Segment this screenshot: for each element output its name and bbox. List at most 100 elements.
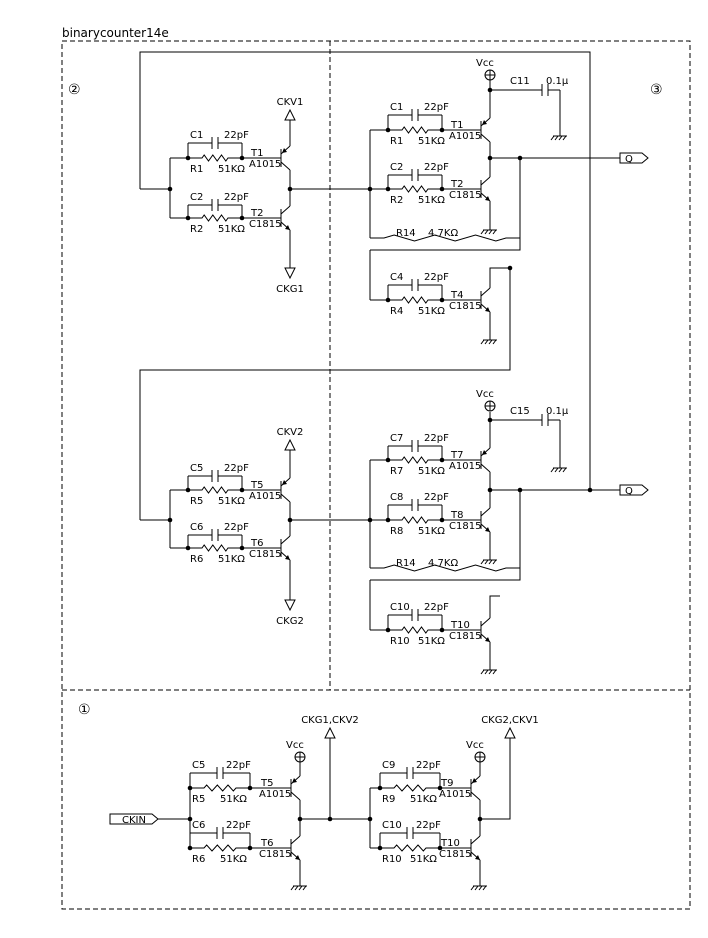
capacitor-C1 [388, 109, 442, 121]
emitter-arrow [295, 855, 300, 860]
cap-value: 22pF [424, 433, 449, 444]
net-label-ckv1: CKV1 [277, 97, 304, 108]
resistor-R14 [370, 234, 520, 242]
ground-hatch [562, 135, 567, 141]
resistor-R2 [188, 214, 242, 222]
res-value: 51KΩ [418, 636, 445, 647]
res-ref-R2: R2 [390, 195, 403, 206]
capacitor-C1 [188, 137, 242, 149]
ground-hatch [492, 559, 497, 565]
junction-dot [507, 265, 513, 271]
res-ref-R2: R2 [190, 224, 203, 235]
res-value: 51KΩ [418, 526, 445, 537]
res-value: 51KΩ [418, 195, 445, 206]
port-q-label: Q [625, 154, 633, 165]
junction-dot [487, 417, 493, 423]
wire [480, 738, 511, 820]
feedback-loop-lower [139, 267, 511, 520]
junction-dot [167, 186, 173, 192]
cap-ref-C11: C11 [510, 76, 530, 87]
transistor-type: C1815 [449, 190, 481, 201]
capacitor-C11 [530, 84, 560, 96]
capacitor-C7 [388, 440, 442, 452]
res-value: 51KΩ [410, 794, 437, 805]
emitter-arrow [485, 307, 490, 312]
ground-hatch [484, 559, 489, 565]
ground-hatch [480, 669, 485, 675]
transistor-ref-T8: T8 [450, 510, 463, 521]
res-value: 51KΩ [218, 496, 245, 507]
res-ref-R10: R10 [390, 636, 410, 647]
section-2-marker: ② [68, 82, 81, 98]
cap-value: 22pF [226, 820, 251, 831]
transistor-type: C1815 [259, 849, 291, 860]
transistor-T2 [280, 205, 291, 231]
transistor-ref-T2: T2 [250, 208, 263, 219]
emitter-arrow [485, 527, 490, 532]
res-value: 51KΩ [418, 466, 445, 477]
cap-value: 22pF [424, 602, 449, 613]
cap-value: 22pF [424, 162, 449, 173]
ground-hatch [302, 885, 307, 891]
capacitor-C10 [380, 827, 440, 839]
res-ref-R7: R7 [390, 466, 403, 477]
emitter-arrow [485, 196, 490, 201]
ground-hatch [550, 467, 555, 473]
res-ref-R10: R10 [382, 854, 402, 865]
vcc-label: Vcc [466, 740, 484, 751]
diagram-title: binarycounter14e [62, 26, 169, 40]
res-ref-R1: R1 [390, 136, 403, 147]
junction-dot [187, 816, 193, 822]
net-label-ckg2ckv1: CKG2,CKV1 [481, 715, 539, 726]
capacitor-C6 [188, 529, 242, 541]
resistor-zigzag [388, 516, 442, 524]
cap-ref-C1: C1 [190, 130, 203, 141]
transistor-T5 [280, 477, 291, 503]
transistor-type: A1015 [439, 789, 471, 800]
ground-hatch [474, 885, 479, 891]
resistor-R5 [190, 784, 250, 792]
ground-hatch [470, 885, 475, 891]
capacitor-C6 [190, 827, 250, 839]
res-value: 51KΩ [410, 854, 437, 865]
transistor-type: C1815 [249, 549, 281, 560]
ground-hatch [558, 135, 563, 141]
res-ref-R5: R5 [190, 496, 203, 507]
emitter-arrow [482, 120, 487, 125]
transistor-ref-T9: T9 [440, 778, 453, 789]
cap-ref-C10: C10 [390, 602, 410, 613]
transistor-type: A1015 [249, 159, 281, 170]
vcc-symbol [474, 751, 486, 763]
transistor-T7 [480, 447, 491, 473]
junction-dot [167, 517, 173, 523]
resistor-R14-lower [370, 564, 520, 572]
res-ref-R4: R4 [390, 306, 403, 317]
transistor-ref-T10: T10 [450, 620, 470, 631]
net-arrow [284, 599, 296, 612]
wire [370, 158, 521, 251]
ground-hatch [562, 467, 567, 473]
emitter-arrow [482, 450, 487, 455]
ground-hatch [290, 885, 295, 891]
transistor-ref-T6: T6 [250, 538, 263, 549]
cap-ref-C5: C5 [190, 463, 203, 474]
transistor-lead [280, 205, 291, 215]
ground-hatch [492, 339, 497, 345]
ground-hatch [488, 559, 493, 565]
transistor-ref-T4: T4 [450, 290, 463, 301]
resistor-R9 [380, 784, 440, 792]
ground-hatch [554, 467, 559, 473]
net-arrow [284, 267, 296, 280]
ground-hatch [488, 339, 493, 345]
section-frames [61, 40, 691, 910]
res-ref-R1: R1 [190, 164, 203, 175]
resistor-zigzag [188, 154, 242, 162]
transistor-type: C1815 [249, 219, 281, 230]
transistor-type: C1815 [449, 521, 481, 532]
cap-ref-C6: C6 [192, 820, 205, 831]
cap-ref-C10: C10 [382, 820, 402, 831]
port-qbar-label: Q [625, 486, 633, 497]
net-arrow [324, 726, 336, 739]
resistor-zigzag [370, 564, 520, 572]
